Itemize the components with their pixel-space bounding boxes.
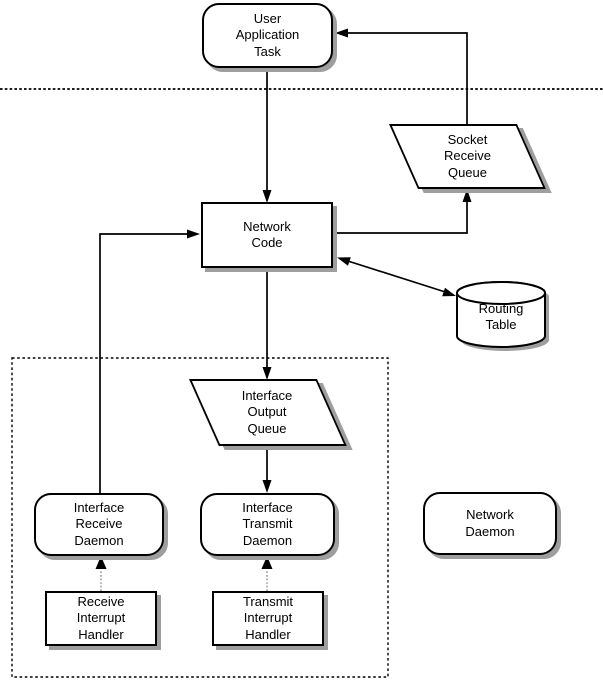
edge-network-code-to-srq: [333, 199, 468, 234]
edge-srq-to-uat: [340, 32, 468, 124]
node-interface-output-queue-label: Interface Output Queue: [241, 387, 293, 436]
node-socket-receive-queue-label: Socket Receive Queue: [444, 131, 491, 180]
arrowhead-routing-table-end: [442, 287, 456, 297]
node-interface-transmit-daemon: Interface Transmit Daemon: [200, 493, 335, 556]
node-receive-interrupt-handler-label: Receive Interrupt Handler: [76, 593, 126, 642]
arrowhead-left-uat: [335, 28, 348, 38]
node-routing-table: Routing Table: [457, 281, 545, 347]
node-interface-output-queue: Interface Output Queue: [189, 379, 347, 446]
node-transmit-interrupt-handler: Transmit Interrupt Handler: [212, 591, 324, 646]
arrowhead-down-itd: [262, 480, 272, 493]
node-network-daemon-label: Network Daemon: [465, 507, 515, 539]
cylinder-top-ellipse: [456, 281, 546, 305]
arrowhead-network-code-end: [337, 257, 351, 266]
node-interface-transmit-daemon-label: Interface Transmit Daemon: [242, 499, 293, 548]
arrowhead-down-ioq: [262, 367, 272, 380]
node-network-daemon: Network Daemon: [423, 492, 557, 555]
node-network-code: Network Code: [201, 202, 333, 268]
node-socket-receive-queue: Socket Receive Queue: [389, 124, 546, 189]
arrowhead-down-network-code: [262, 190, 272, 203]
routing-table-cylinder: [456, 281, 549, 351]
edge-ird-to-network-code: [99, 233, 189, 493]
edge-network-code-routing-table: [339, 257, 451, 295]
dashed-boundary-box: [11, 357, 389, 678]
arrowhead-up-itd: [261, 556, 273, 569]
node-transmit-interrupt-handler-label: Transmit Interrupt Handler: [242, 593, 294, 642]
arrowhead-right-network-code: [187, 229, 200, 239]
node-user-application-task: User Application Task: [202, 3, 333, 68]
arrowhead-up-ird: [95, 556, 107, 569]
node-interface-receive-daemon-label: Interface Receive Daemon: [73, 499, 125, 548]
node-user-application-task-label: User Application Task: [235, 10, 300, 59]
node-routing-table-label: Routing Table: [478, 300, 524, 333]
node-receive-interrupt-handler: Receive Interrupt Handler: [45, 591, 157, 646]
node-network-code-label: Network Code: [243, 218, 291, 251]
node-interface-receive-daemon: Interface Receive Daemon: [34, 493, 164, 556]
arrowhead-up-srq: [462, 189, 472, 202]
